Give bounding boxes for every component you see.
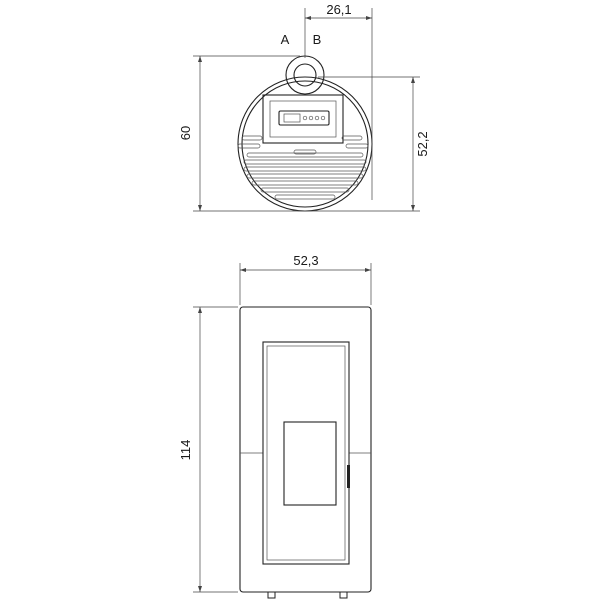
control-panel-housing — [262, 94, 344, 144]
control-button-3 — [314, 115, 320, 121]
flue-outlet-inner — [293, 63, 317, 87]
front-view: 52,3 114 — [178, 253, 372, 599]
control-display — [278, 110, 330, 126]
door-frame-inner — [266, 345, 346, 561]
control-button-1 — [302, 115, 308, 121]
control-button-4 — [320, 115, 326, 121]
stove-front-body — [239, 306, 372, 593]
control-panel-inner — [269, 100, 337, 138]
foot-right — [339, 591, 348, 599]
door-glass — [283, 421, 337, 506]
display-screen — [283, 113, 301, 123]
label-a: A — [281, 32, 290, 47]
dim-depth: 60 — [178, 126, 193, 140]
label-b: B — [313, 32, 322, 47]
top-view: 26,1 A B 60 52,2 — [178, 2, 430, 212]
side-grille — [237, 135, 369, 149]
flue-outlet-outer — [285, 55, 325, 95]
door-frame — [262, 341, 350, 565]
door-handle — [347, 465, 350, 488]
dim-width: 52,3 — [293, 253, 318, 268]
dim-body-depth: 52,2 — [415, 131, 430, 156]
foot-left — [267, 591, 276, 599]
dim-height: 114 — [178, 440, 193, 461]
dim-flue-offset: 26,1 — [326, 2, 351, 17]
control-button-2 — [308, 115, 314, 121]
top-grille — [243, 149, 367, 200]
